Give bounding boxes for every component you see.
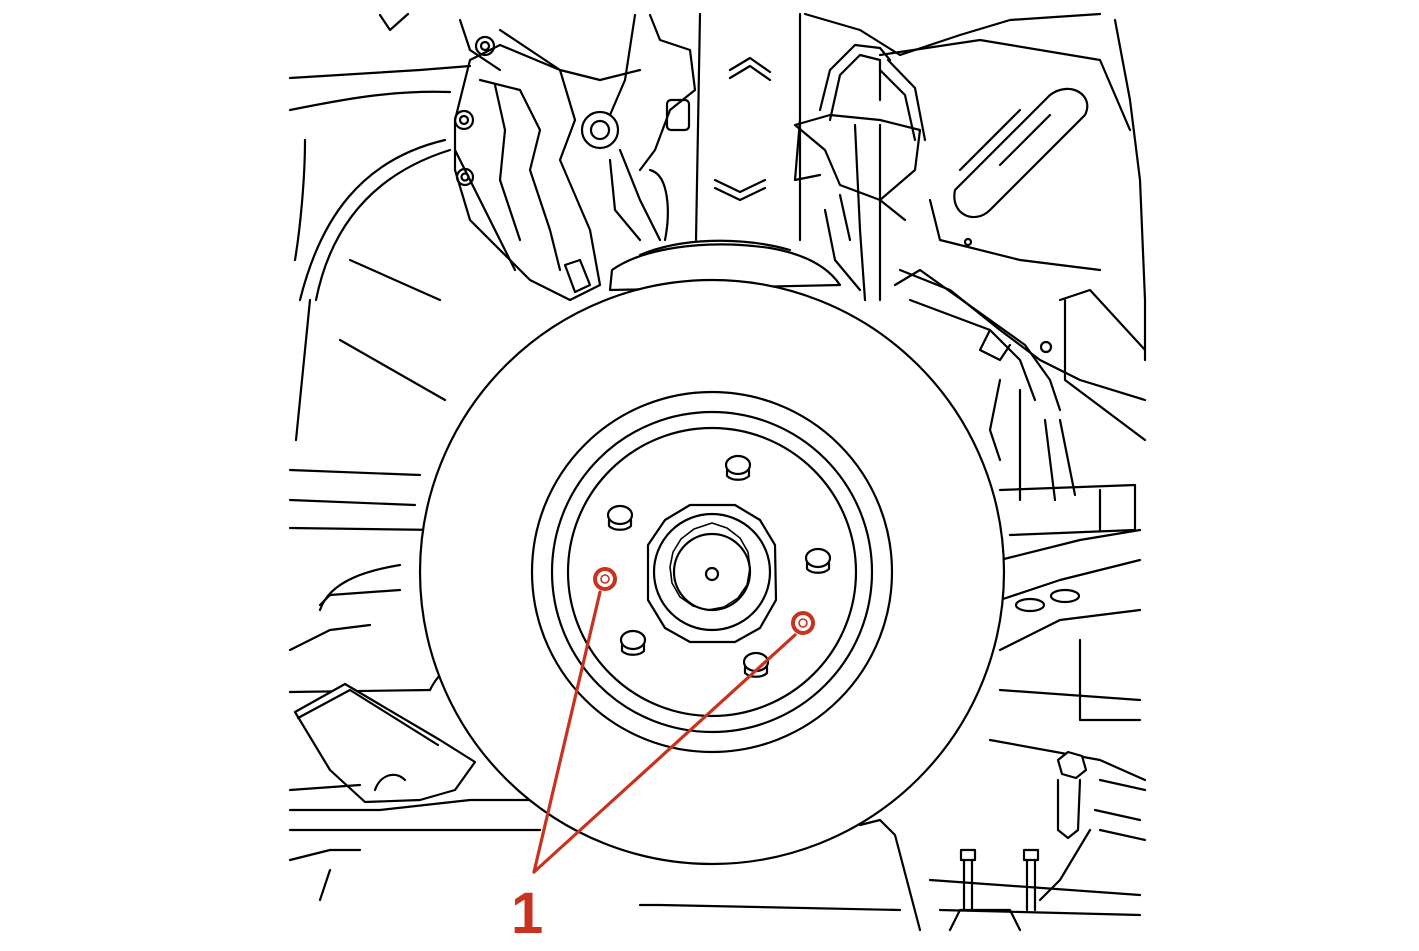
wheel-stud [619, 629, 647, 656]
rotor-screw-highlight [593, 567, 617, 591]
wheel-hub [646, 503, 778, 644]
lower-studs [638, 818, 1142, 932]
wheel-stud [724, 454, 752, 481]
callout-number-1: 1 [511, 881, 543, 946]
strut-assembly [580, 12, 802, 242]
brake-rotor [418, 239, 1006, 866]
brake-line-harness [793, 43, 927, 302]
steering-knuckle-bracket [453, 35, 602, 302]
wheel-studs [606, 454, 832, 678]
rotor-retaining-screws [593, 567, 815, 635]
wheel-well-linework [288, 12, 642, 694]
wheel-stud [606, 504, 634, 531]
lower-control-arm [988, 483, 1147, 902]
callout-leader-lines [532, 590, 797, 874]
wheel-speed-sensor-cable [893, 268, 1077, 502]
callout-leader-line [532, 590, 602, 874]
subframe-bolt [1056, 750, 1088, 840]
callout-leader-line [532, 633, 797, 874]
wheel-stud [804, 547, 832, 574]
rotor-screw-highlight [791, 611, 815, 635]
